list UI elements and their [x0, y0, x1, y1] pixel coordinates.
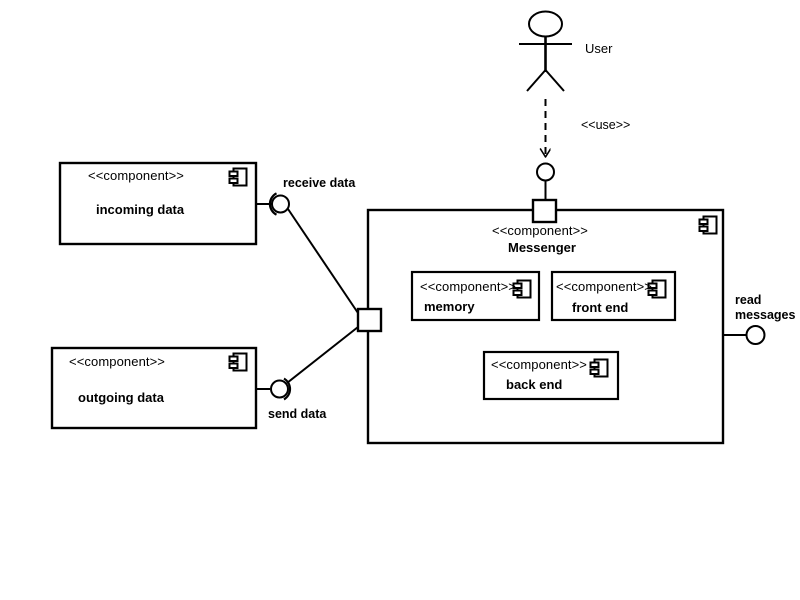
- actor-right-leg-line: [544, 69, 565, 92]
- read-messages-interface[interactable]: [723, 325, 766, 345]
- messenger-component-icon: [698, 215, 718, 235]
- incoming-data-name: incoming data: [96, 202, 185, 217]
- front-end-name: front end: [572, 300, 629, 315]
- front-end-stereotype: <<component>>: [556, 279, 652, 294]
- send-data-label: send data: [268, 407, 327, 421]
- memory-name: memory: [424, 299, 475, 314]
- memory-component-icon: [512, 279, 532, 299]
- read-messages-label-line1: read: [735, 293, 762, 307]
- outgoing-data-stereotype: <<component>>: [69, 354, 165, 369]
- messenger-top-interface-ball[interactable]: [536, 162, 555, 182]
- receive-data-ball-icon: [271, 194, 290, 214]
- send-data-link-line: [286, 326, 359, 384]
- read-messages-ball-icon: [745, 325, 766, 345]
- receive-data-link-line: [287, 208, 359, 314]
- send-data-assembly-connector[interactable]: [256, 326, 359, 401]
- actor-head-icon: [528, 10, 563, 38]
- receive-data-label: receive data: [283, 176, 356, 190]
- outgoing-data-name: outgoing data: [78, 390, 164, 405]
- receive-data-socket-icon: [268, 192, 278, 216]
- memory-stereotype: <<component>>: [420, 279, 516, 294]
- incoming-data-component-icon: [228, 167, 248, 187]
- read-messages-label-line2: messages: [735, 308, 796, 322]
- actor-user-label: User: [585, 41, 613, 56]
- send-data-socket-icon: [283, 377, 292, 401]
- receive-data-assembly-connector[interactable]: [256, 192, 359, 314]
- back-end-stereotype: <<component>>: [491, 357, 587, 372]
- send-data-ball-icon: [270, 379, 289, 399]
- messenger-name: Messenger: [508, 240, 576, 255]
- actor-user[interactable]: [519, 10, 572, 92]
- messenger-stereotype: <<component>>: [492, 223, 588, 238]
- messenger-component-boundary[interactable]: [366, 208, 725, 445]
- incoming-data-stereotype: <<component>>: [88, 168, 184, 183]
- outgoing-data-component-icon: [228, 352, 248, 372]
- back-end-name: back end: [506, 377, 563, 392]
- actor-left-leg-line: [526, 69, 547, 92]
- back-end-component-icon: [589, 358, 609, 378]
- messenger-top-port[interactable]: [531, 198, 558, 224]
- messenger-left-port[interactable]: [356, 307, 383, 333]
- use-dependency-label: <<use>>: [581, 118, 631, 132]
